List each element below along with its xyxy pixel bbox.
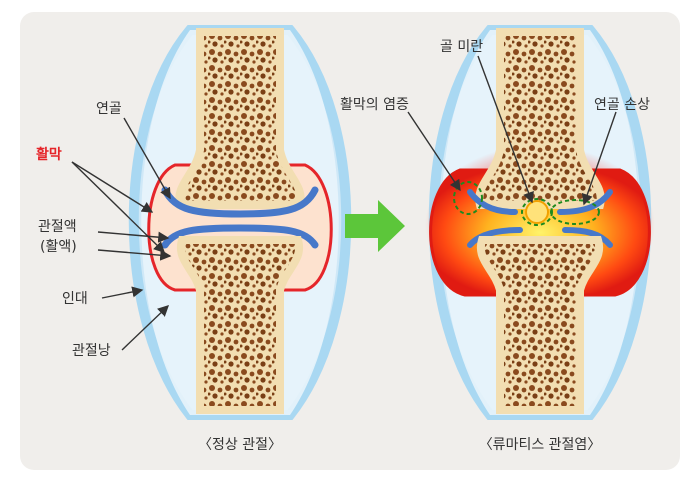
- ra-upper-bone: [475, 28, 605, 209]
- synovitis-marker: [453, 181, 483, 215]
- label-ligament: 인대: [62, 291, 88, 307]
- normal-joint: [128, 25, 352, 420]
- label-synovium: 활막: [36, 147, 62, 163]
- label-cartilage: 연골: [96, 101, 122, 117]
- label-bone-erosion: 골 미란: [440, 39, 484, 55]
- label-synovitis: 활막의 염증: [340, 97, 409, 113]
- upper-cartilage: [161, 186, 319, 218]
- upper-bone: [175, 28, 305, 209]
- label-cartilage-damage: 연골 손상: [594, 97, 650, 113]
- ra-lower-cartilage: [467, 227, 613, 248]
- caption-normal-joint: 〈정상 관절〉: [198, 437, 282, 453]
- label-synovial-fluid-line2: (활액): [40, 239, 77, 255]
- caption-ra-joint: 〈류마티스 관절염〉: [478, 437, 602, 453]
- bone-erosion-spot: [525, 200, 549, 224]
- cartilage-damage-marker: [550, 199, 600, 225]
- ra-lower-bone: [476, 236, 604, 414]
- ra-leader-lines: [407, 55, 617, 206]
- normal-leader-lines: [71, 117, 172, 351]
- ra-joint: [425, 25, 655, 420]
- lower-bone: [176, 236, 304, 414]
- transition-arrow: [345, 200, 405, 252]
- label-joint-capsule: 관절낭: [72, 343, 111, 359]
- label-synovial-fluid-line1: 관절액: [38, 219, 77, 235]
- lower-cartilage: [161, 224, 319, 249]
- ra-upper-cartilage: [467, 189, 613, 215]
